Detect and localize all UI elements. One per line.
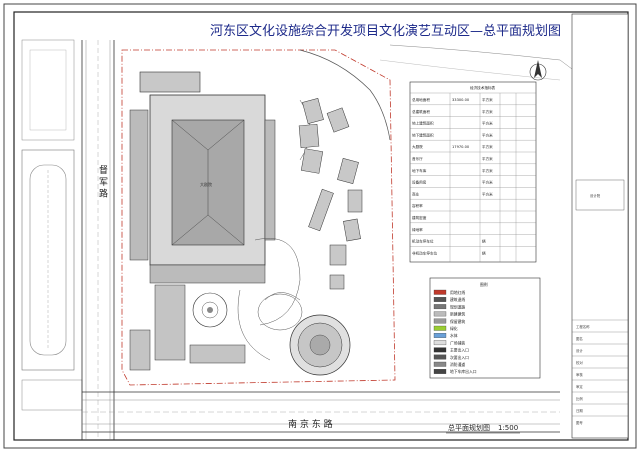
indicator-table-title: 经济技术指标表 [470, 85, 496, 90]
title-block-row: 校对 [576, 360, 583, 365]
legend-swatch [433, 333, 447, 338]
title-block-row: 日期 [576, 408, 583, 413]
legend-swatch [433, 361, 447, 367]
north-curve [299, 49, 391, 141]
table-cell: 33300.00 [452, 98, 470, 102]
legend-title: 图例 [480, 282, 488, 287]
scale-value: 1:500 [498, 424, 518, 432]
table-cell: 地下建筑面积 [412, 132, 434, 137]
legend-swatch [433, 311, 447, 317]
table-cell: 平方米 [482, 144, 493, 149]
legend-item: 主要出入口 [450, 348, 469, 353]
title-block-company: 设计院 [590, 193, 601, 198]
legend-item: 消防通道 [450, 362, 465, 367]
title-block-row: 图号 [576, 420, 583, 425]
south-road [82, 391, 560, 433]
legend-item: 新建建筑 [450, 312, 465, 317]
legend-item: 广场铺装 [450, 340, 465, 345]
table-cell: 商业 [412, 191, 420, 196]
west-road-label: 督 军 路 [97, 164, 108, 199]
table-cell: 音乐厅 [412, 156, 423, 161]
legend-block: 图例 用地红线建筑退线规划道路新建建筑保留建筑绿化水体广场铺装主要出入口次要出入… [429, 277, 541, 379]
table-cell: 平方米 [482, 109, 493, 114]
legend-item: 建筑退线 [450, 297, 465, 302]
legend-item: 水体 [450, 333, 458, 338]
table-cell: 总用地面积 [412, 97, 430, 102]
grand-theater-label: 大剧院 [200, 181, 212, 187]
scale-label: 总平面规划图 [448, 423, 490, 432]
north-building [139, 71, 201, 93]
table-cell: 非机动车停车位 [412, 250, 438, 255]
table-cell: 平方米 [482, 97, 493, 102]
legend-item: 用地红线 [450, 290, 465, 295]
legend-swatch [433, 347, 447, 353]
legend-item: 次要出入口 [450, 355, 469, 360]
north-arrow [529, 60, 547, 81]
table-cell: 辆 [482, 250, 486, 255]
table-cell: 平方米 [482, 121, 493, 126]
round-plaza [192, 292, 228, 328]
table-cell: 平方米 [482, 132, 493, 137]
table-cell: 地下车库 [412, 168, 427, 173]
table-cell: 建筑密度 [412, 215, 427, 220]
table-cell: 总建筑面积 [412, 109, 430, 114]
title-block-row: 工程名称 [576, 324, 590, 329]
legend-item: 绿化 [450, 326, 458, 331]
legend-swatch [433, 297, 447, 302]
table-cell: 平方米 [482, 180, 493, 185]
site-boundary [121, 49, 396, 386]
title-block-row: 图名 [576, 336, 583, 341]
theater-side-blocks [129, 109, 276, 284]
table-cell: 辆 [482, 239, 486, 244]
table-cell: 绿地率 [412, 227, 423, 232]
table-cell: 大剧院 [412, 144, 423, 149]
south-buildings [129, 284, 246, 371]
south-road-label: 南 京 东 路 [288, 418, 333, 430]
title-block-row: 比例 [576, 396, 583, 401]
legend-item: 保留建筑 [450, 319, 465, 324]
title-block-row: 审核 [576, 372, 583, 377]
legend-swatch [433, 289, 447, 295]
table-cell: 17970.00 [452, 145, 470, 149]
table-cell: 平方米 [482, 191, 493, 196]
table-cell: 平方米 [482, 156, 493, 161]
legend-swatch [433, 354, 447, 360]
north-east-contour [389, 44, 601, 91]
table-cell: 地上建筑面积 [412, 121, 434, 126]
legend-swatch [433, 318, 447, 324]
east-curved-buildings [298, 97, 363, 290]
table-cell: 机动车停车位 [412, 239, 434, 244]
legend-swatch [433, 369, 447, 374]
table-cell: 容积率 [412, 203, 423, 208]
legend-item: 规划道路 [450, 304, 465, 309]
drawing-title: 河东区文化设施综合开发项目文化演艺互动区—总平面规划图 [210, 23, 561, 39]
title-block-row: 设计 [576, 348, 583, 353]
legend-item: 地下车库出入口 [450, 369, 477, 374]
west-road [81, 40, 115, 440]
table-cell: 设备用房 [412, 180, 427, 185]
legend-swatch [433, 325, 447, 331]
title-block-row: 审定 [576, 384, 583, 389]
table-cell: 平方米 [482, 168, 493, 173]
legend-swatch [433, 340, 447, 346]
legend-swatch [433, 304, 447, 310]
grand-theater: 大剧院 [149, 94, 266, 266]
north-east-contour-2 [379, 59, 561, 81]
